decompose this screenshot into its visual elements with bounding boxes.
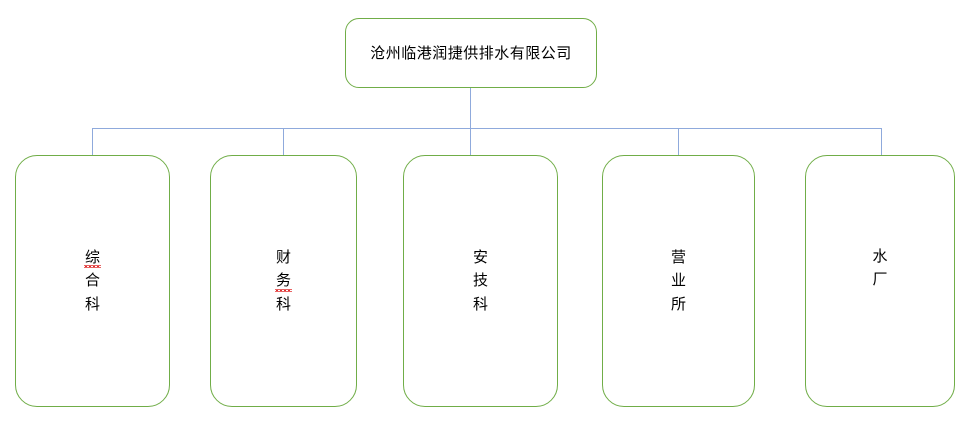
label-char: 务 — [274, 269, 293, 292]
org-node-yingye-suo[interactable]: 营 业 所 — [602, 155, 755, 407]
org-node-anji-ke[interactable]: 安 技 科 — [403, 155, 558, 407]
connector-drop-3 — [470, 128, 472, 156]
label-char: 合 — [84, 271, 100, 290]
org-node-zonghe-ke[interactable]: 综 合 科 — [15, 155, 170, 407]
label-char: 水 — [872, 246, 888, 265]
org-node-caiwu-ke[interactable]: 财 务 科 — [210, 155, 357, 407]
org-node-caiwu-ke-label: 财 务 科 — [274, 246, 293, 316]
connector-horizontal-bus — [92, 128, 882, 130]
org-node-anji-ke-label: 安 技 科 — [473, 246, 488, 316]
org-node-root-label: 沧州临港润捷供排水有限公司 — [370, 44, 572, 62]
org-node-zonghe-ke-label: 综 合 科 — [83, 246, 102, 316]
org-node-yingye-suo-label: 营 业 所 — [671, 246, 686, 316]
label-char: 业 — [670, 271, 686, 290]
connector-drop-1 — [92, 128, 94, 156]
label-char: 技 — [472, 271, 488, 290]
label-char: 综 — [83, 246, 102, 269]
label-char: 安 — [472, 248, 488, 267]
connector-drop-4 — [678, 128, 680, 156]
label-char: 科 — [472, 294, 488, 313]
label-char: 厂 — [872, 270, 888, 288]
org-node-shui-chang[interactable]: 水 厂 — [805, 155, 955, 407]
connector-drop-2 — [283, 128, 285, 156]
label-char: 财 — [275, 248, 291, 267]
label-char: 科 — [84, 294, 100, 313]
label-char: 所 — [670, 294, 686, 313]
org-node-root[interactable]: 沧州临港润捷供排水有限公司 — [345, 18, 597, 88]
connector-drop-5 — [881, 128, 883, 156]
org-node-shui-chang-label: 水 厂 — [872, 245, 887, 292]
label-char: 科 — [275, 294, 291, 313]
label-char: 营 — [670, 248, 686, 267]
connector-root-stem — [470, 88, 472, 135]
